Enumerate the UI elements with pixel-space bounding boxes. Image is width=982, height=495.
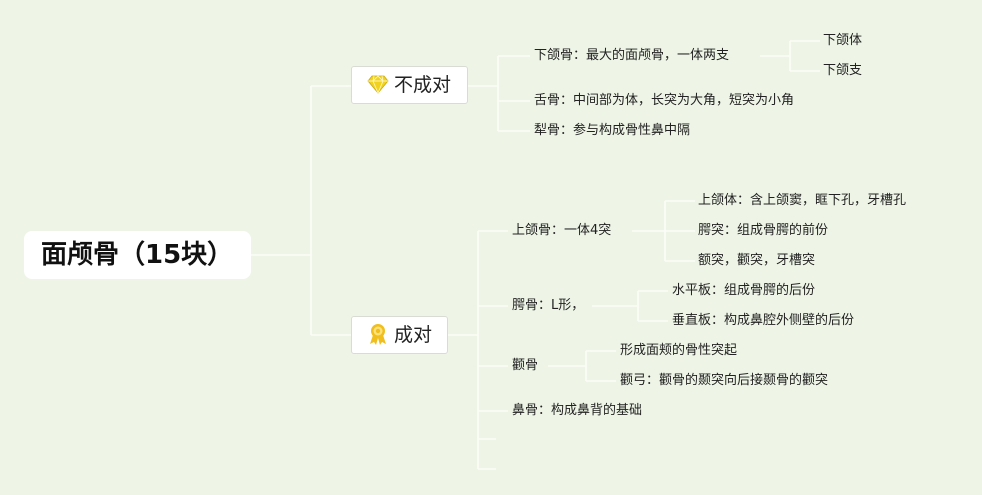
topic-perpendicular-plate[interactable]: 垂直板：构成鼻腔外侧壁的后份 xyxy=(672,313,855,328)
topic-palatine-bone[interactable]: 腭骨：L形， xyxy=(512,298,585,313)
branch-label: 成对 xyxy=(394,324,433,346)
topic-zygomatic-bone[interactable]: 颧骨 xyxy=(512,358,539,373)
root-node[interactable]: 面颅骨（15块） xyxy=(24,231,251,279)
topic-palatine-process[interactable]: 腭突：组成骨腭的前份 xyxy=(698,223,829,238)
topic-maxilla[interactable]: 上颌骨：一体4突 xyxy=(512,223,612,238)
topic-mandible-ramus[interactable]: 下颌支 xyxy=(823,63,863,78)
topic-maxilla-body[interactable]: 上颌体：含上颌窦，眶下孔，牙槽孔 xyxy=(698,193,907,208)
branch-paired[interactable]: 成对 xyxy=(351,316,448,354)
branch-unpaired[interactable]: 不成对 xyxy=(351,66,468,104)
diamond-icon xyxy=(367,75,389,94)
topic-vomer[interactable]: 犁骨：参与构成骨性鼻中隔 xyxy=(534,123,691,138)
topic-mandible[interactable]: 下颌骨：最大的面颅骨，一体两支 xyxy=(534,48,730,63)
topic-nasal-bone[interactable]: 鼻骨：构成鼻背的基础 xyxy=(512,403,643,418)
topic-other-processes[interactable]: 额突，颧突，牙槽突 xyxy=(698,253,816,268)
branch-label: 不成对 xyxy=(394,74,452,96)
topic-horizontal-plate[interactable]: 水平板：组成骨腭的后份 xyxy=(672,283,816,298)
topic-hyoid[interactable]: 舌骨：中间部为体，长突为大角，短突为小角 xyxy=(534,93,795,108)
award-ribbon-icon xyxy=(370,324,386,345)
topic-cheek-prominence[interactable]: 形成面颊的骨性突起 xyxy=(620,343,738,358)
topic-mandible-body[interactable]: 下颌体 xyxy=(823,33,863,48)
topic-zygomatic-arch[interactable]: 颧弓：颧骨的颞突向后接颞骨的颧突 xyxy=(620,373,829,388)
